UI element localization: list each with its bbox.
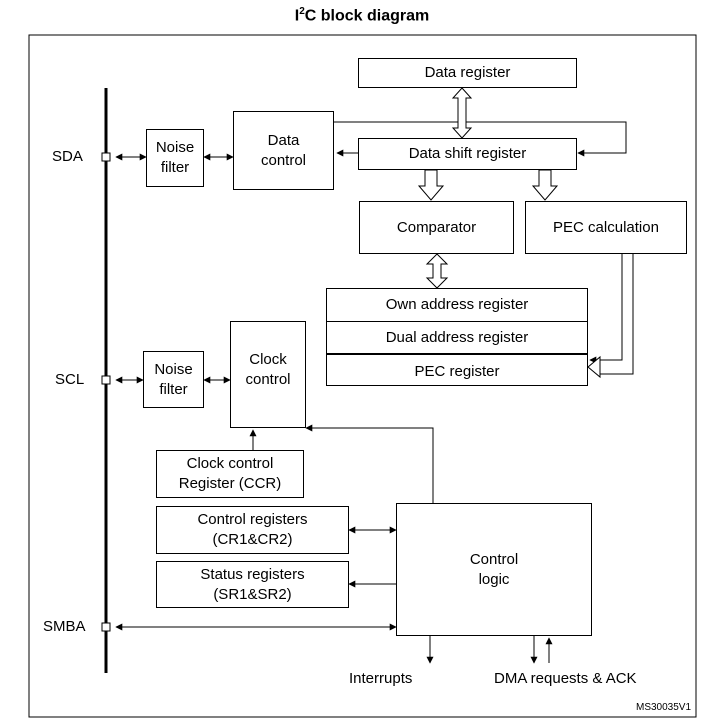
hollow-arrow-comparator-address [425, 253, 449, 289]
smba-pin [101, 622, 111, 632]
dma-requests-label: DMA requests & ACK [494, 670, 637, 687]
figure-id: MS30035V1 [636, 702, 692, 713]
sda-pin [101, 152, 111, 162]
scl-pin [101, 375, 111, 385]
hollow-arrow-data-shift [451, 87, 473, 139]
hollow-arrow-to-pec-calc [531, 169, 559, 201]
scl-label: SCL [55, 371, 85, 388]
smba-label: SMBA [43, 618, 86, 635]
address-register-group: Own address register Dual address regist… [326, 288, 588, 386]
control-registers-block: Control registers(CR1&CR2) [156, 506, 349, 554]
register-divider [327, 321, 587, 322]
pec-register-label: PEC register [414, 363, 500, 380]
sda-label: SDA [52, 148, 83, 165]
interrupts-label: Interrupts [349, 670, 413, 687]
own-address-register-label: Own address register [385, 296, 529, 313]
dual-address-register-label: Dual address register [385, 329, 529, 346]
hollow-arrow-pec-register [587, 355, 601, 379]
data-register-block: Data register [358, 58, 577, 88]
diagram-title: I2C block diagram [294, 6, 430, 25]
data-shift-register-block: Data shift register [358, 138, 577, 170]
comparator-block: Comparator [359, 201, 514, 254]
register-divider [327, 353, 587, 355]
hollow-arrow-to-comparator [417, 169, 445, 201]
pec-calculation-block: PEC calculation [525, 201, 687, 254]
status-registers-block: Status registers(SR1&SR2) [156, 561, 349, 608]
outer-frame [28, 34, 697, 718]
